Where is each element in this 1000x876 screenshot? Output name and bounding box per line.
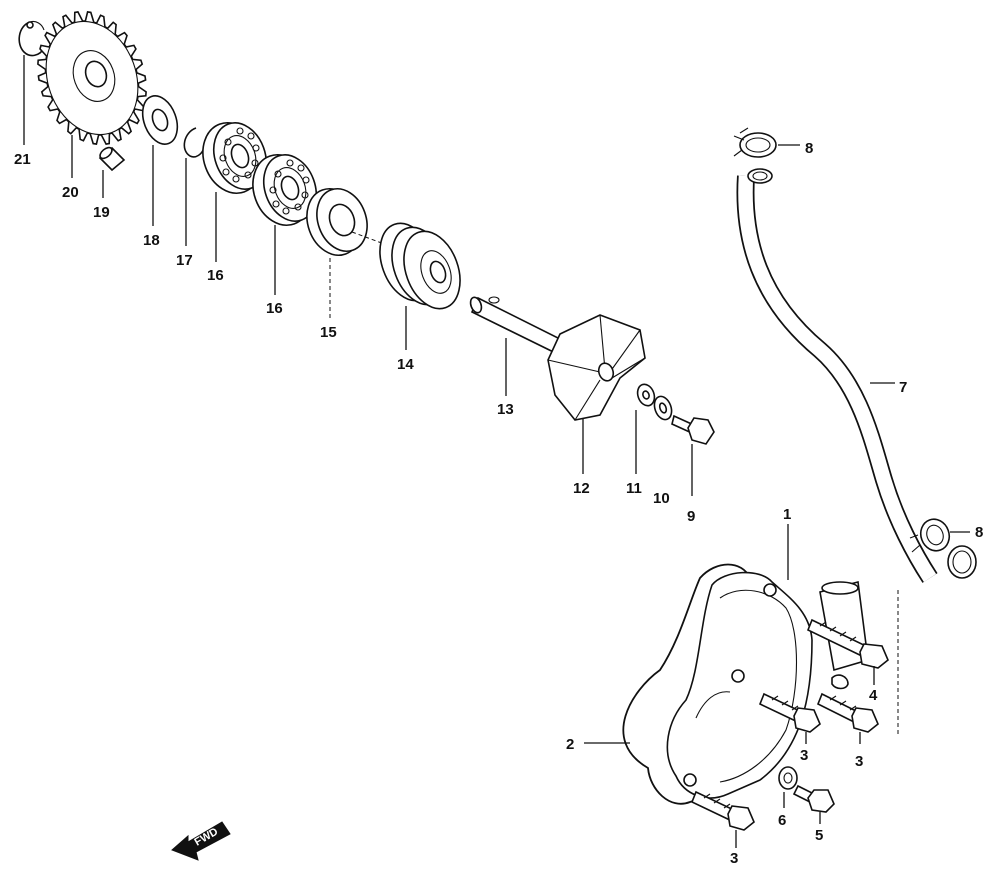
callout-9: 9	[687, 508, 695, 525]
callout-5: 5	[815, 827, 823, 844]
part-5-drain-bolt	[792, 784, 835, 824]
callout-8a: 8	[805, 140, 813, 157]
part-6-washer	[778, 766, 798, 808]
callout-21: 21	[14, 151, 31, 168]
callout-3a: 3	[800, 747, 808, 764]
callout-3b: 3	[855, 753, 863, 770]
part-19-pin	[98, 146, 126, 198]
part-18-washer	[141, 95, 179, 226]
part-8-clamp-bottom	[909, 518, 970, 553]
callout-20: 20	[62, 184, 79, 201]
callout-3c: 3	[730, 850, 738, 867]
part-7-hose	[736, 168, 977, 736]
callout-11: 11	[626, 480, 642, 497]
part-21-circlip	[18, 20, 45, 145]
part-15-oil-seal	[306, 188, 396, 318]
part-16-bearing-2	[252, 154, 318, 295]
callout-7: 7	[899, 379, 907, 396]
callout-6: 6	[778, 812, 786, 829]
part-3-bolt-c	[690, 790, 755, 848]
callout-1: 1	[783, 506, 791, 523]
callout-17: 17	[176, 252, 193, 269]
part-12-impeller	[547, 314, 646, 474]
part-16-bearing-1	[202, 122, 268, 262]
part-9-bolt	[671, 414, 715, 496]
fwd-arrow: FWD	[171, 821, 231, 861]
part-20-gear	[37, 10, 147, 178]
callout-8b: 8	[975, 524, 983, 541]
part-11-washer	[635, 383, 656, 474]
callout-18: 18	[143, 232, 160, 249]
callout-2: 2	[566, 736, 574, 753]
part-14-mechanical-seal	[379, 222, 461, 350]
callout-15: 15	[320, 324, 337, 341]
part-4-bolt	[806, 618, 889, 685]
callout-10: 10	[653, 490, 670, 507]
part-8-clamp-top	[733, 127, 800, 158]
callout-19: 19	[93, 204, 110, 221]
callout-14: 14	[397, 356, 414, 373]
callout-13: 13	[497, 401, 514, 418]
part-17-circlip	[183, 127, 205, 246]
callout-16a: 16	[207, 267, 224, 284]
callout-4: 4	[869, 687, 878, 704]
part-3-bolt-a	[758, 692, 821, 744]
part-3-bolt-b	[816, 674, 879, 744]
callout-16b: 16	[266, 300, 283, 317]
callout-12: 12	[573, 480, 590, 497]
part-1-pump-cover	[666, 524, 869, 799]
part-10-washer	[653, 395, 673, 421]
